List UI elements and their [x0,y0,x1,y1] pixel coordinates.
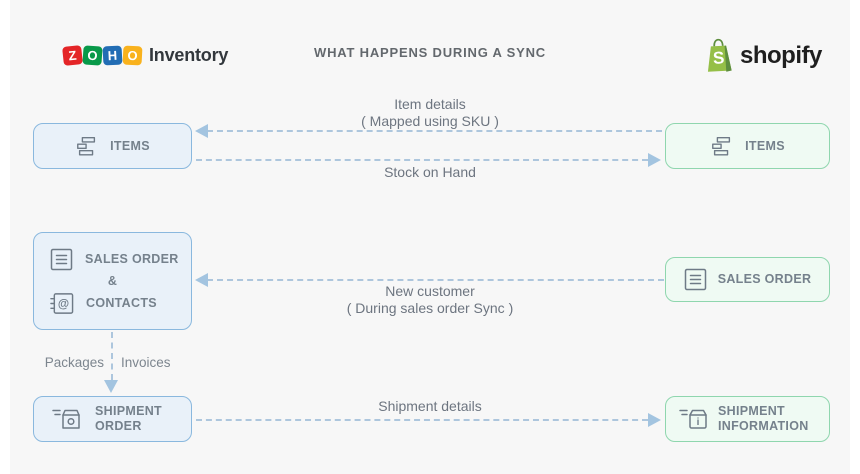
packages-label: Packages [44,355,104,370]
sales-order-icon [684,268,706,291]
zoho-logo-tile-o2: O [122,45,143,66]
shopify-shipment-information-label: SHIPMENT INFORMATION [718,404,809,434]
zoho-logo-tile-h: H [102,45,123,66]
shipment-info-line2: INFORMATION [718,419,809,433]
ampersand-label: & [107,273,118,288]
shopify-bag-icon: S [707,38,732,72]
shipment-info-line1: SHIPMENT [718,404,785,418]
shopify-sales-order-label: SALES ORDER [717,272,812,286]
item-details-line1: Item details [394,96,466,112]
contacts-row: @ CONTACTS [50,292,191,315]
zoho-inventory-logo: Z O H O Inventory [62,45,229,66]
stock-on-hand-arrow [196,159,648,161]
new-customer-label: New customer ( During sales order Sync ) [296,283,564,317]
zoho-shipment-order-label: SHIPMENT ORDER [95,404,162,434]
zoho-sales-order-contacts-box: SALES ORDER & @ CONTACTS [33,232,192,330]
contacts-label: CONTACTS [86,295,157,310]
shopify-bag-letter: S [712,48,724,68]
sales-order-label: SALES ORDER [85,251,179,266]
at-glyph: @ [58,298,69,310]
arrowhead-left-icon [195,124,208,138]
stock-on-hand-label: Stock on Hand [384,164,476,180]
diagram-title: WHAT HAPPENS DURING A SYNC [314,45,546,60]
items-icon [77,136,96,156]
shipment-info-icon: i [679,409,707,429]
shipment-order-icon [52,409,80,429]
item-details-label: Item details ( Mapped using SKU ) [298,96,562,130]
shopify-sales-order-box: SALES ORDER [665,257,830,302]
arrowhead-right-icon [648,153,661,167]
items-icon [712,136,731,156]
arrowhead-down-icon [104,380,118,393]
shipment-line1: SHIPMENT [95,404,162,418]
contacts-icon: @ [50,292,74,314]
shopify-shipment-information-box: i SHIPMENT INFORMATION [665,396,830,442]
zoho-logo-tile-o1: O [82,45,103,66]
info-glyph: i [697,417,700,428]
sales-order-icon [50,248,73,270]
shipment-details-label: Shipment details [378,398,482,414]
invoices-label: Invoices [121,355,171,370]
zoho-shipment-order-box: SHIPMENT ORDER [33,396,192,442]
shopify-logo: S shopify [702,37,822,75]
new-customer-line1: New customer [385,283,475,299]
arrowhead-right-icon [648,413,661,427]
arrowhead-left-icon [195,273,208,287]
new-customer-line2: ( During sales order Sync ) [346,300,514,316]
new-customer-arrow [207,279,664,281]
zoho-product-name: Inventory [149,45,229,65]
sales-order-row: SALES ORDER [50,248,191,271]
packages-invoices-arrow [111,332,113,380]
shipment-details-arrow [196,419,648,421]
shopify-wordmark: shopify [740,42,822,69]
zoho-logo-tile-z: Z [62,45,83,66]
zoho-items-box: ITEMS [33,123,192,169]
shipment-line2: ORDER [95,419,142,433]
shopify-items-label: ITEMS [745,138,785,153]
zoho-items-label: ITEMS [110,138,150,153]
item-details-line2: ( Mapped using SKU ) [361,113,499,129]
item-details-arrow [207,130,662,132]
shopify-items-box: ITEMS [665,123,830,169]
